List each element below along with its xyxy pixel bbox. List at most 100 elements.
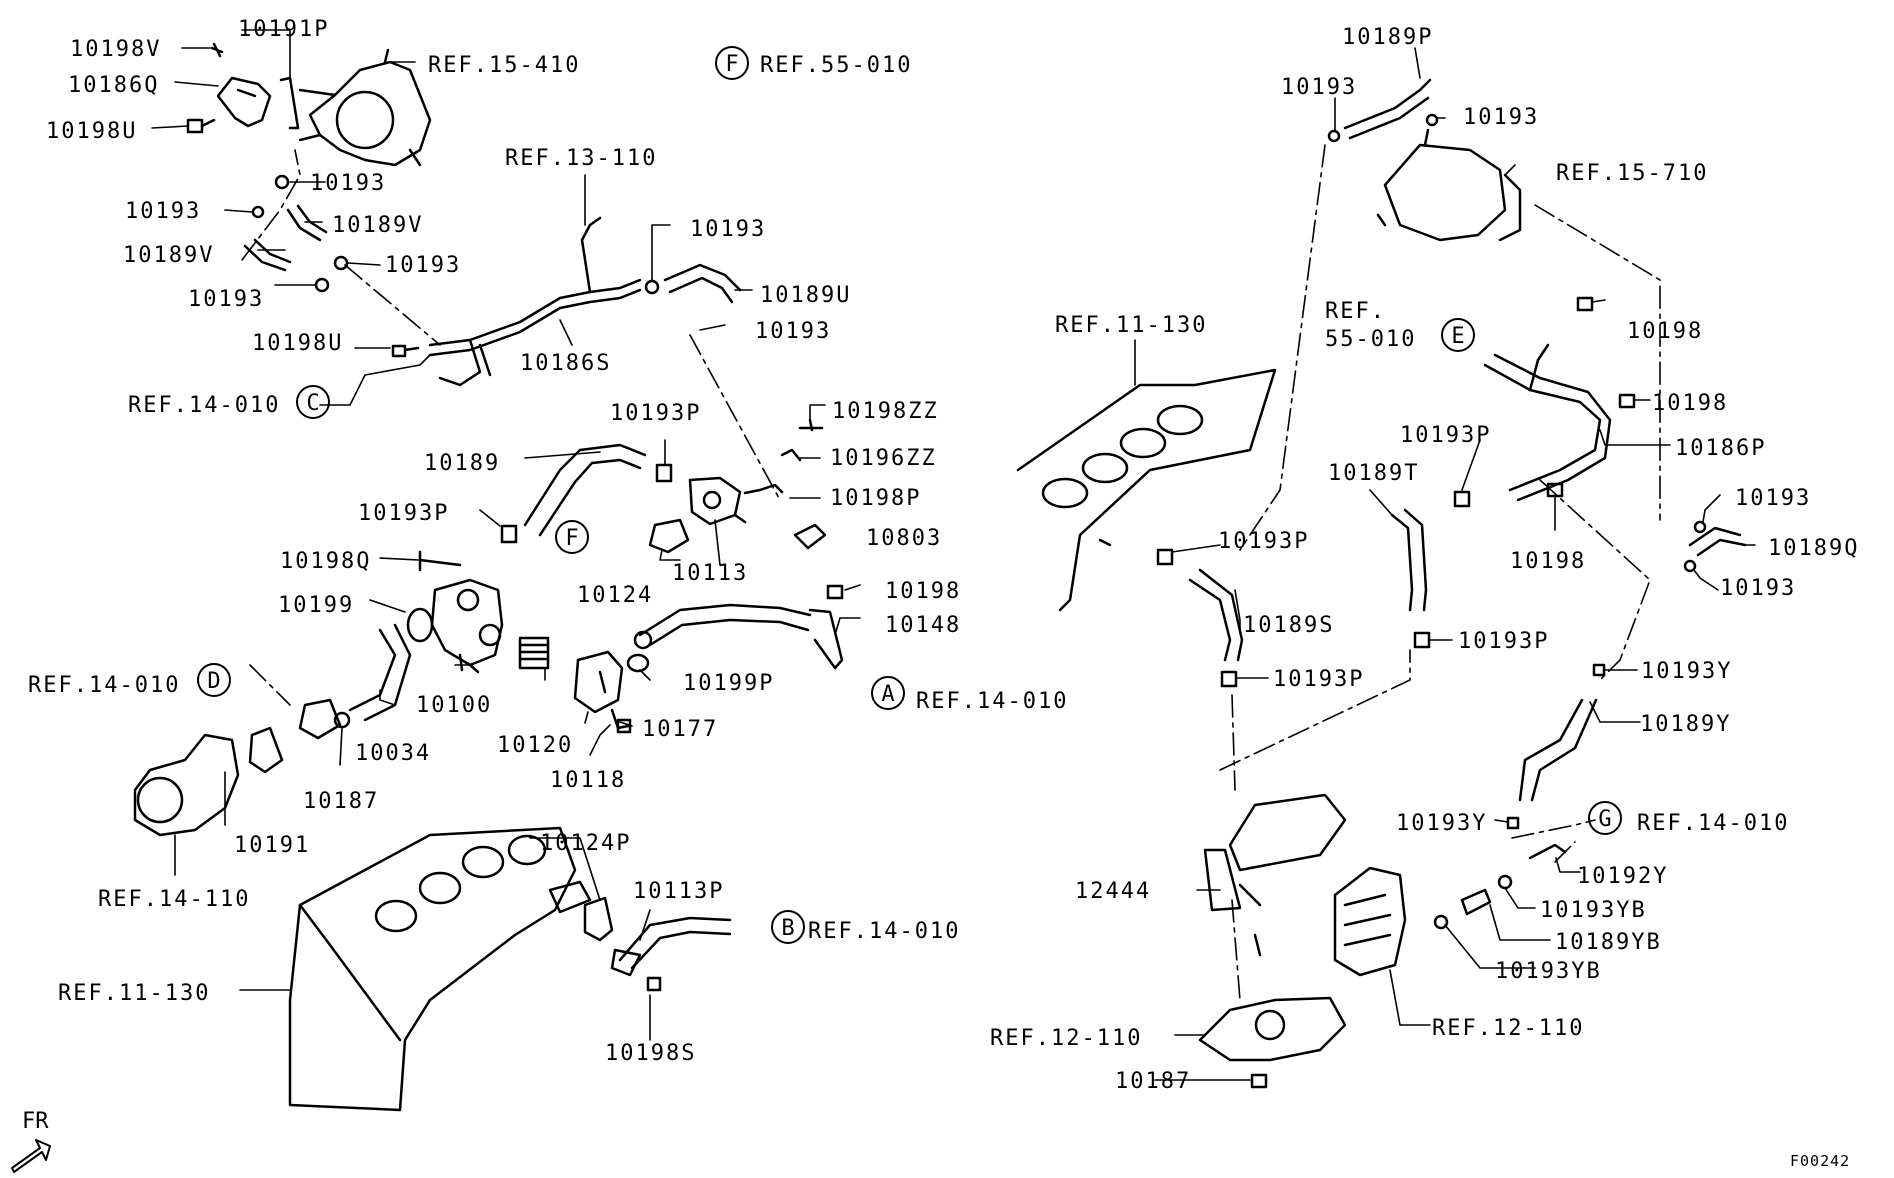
callout-label: 10198 <box>1652 391 1728 416</box>
water-outlet-10113-illustration <box>688 476 762 526</box>
callout-label: 10198ZZ <box>832 399 939 424</box>
callout-label: REF.11-130 <box>1055 313 1207 338</box>
callout-label: 10199P <box>683 671 774 696</box>
callout-label: REF.14-010 <box>28 673 180 698</box>
callout-label: 10193 <box>1720 576 1796 601</box>
gasket-10124p-illustration <box>583 896 614 942</box>
callout-label: 10193Y <box>1641 659 1732 684</box>
callout-label: 10189P <box>1342 25 1433 50</box>
callout-label: 10198V <box>70 37 161 62</box>
connector-marker-letter: A <box>881 682 894 707</box>
hose-10189t-illustration <box>1390 508 1428 612</box>
callout-label: 10187 <box>303 789 379 814</box>
connector-marker-letter: C <box>306 391 319 416</box>
pipe-10148-illustration <box>633 603 844 670</box>
cylinder-block-left-illustration <box>288 826 592 1112</box>
bracket-10186q-illustration <box>216 76 272 128</box>
bolt-10198u-top-illustration <box>186 118 216 134</box>
pump-ref-12-110-illustration <box>1198 996 1347 1062</box>
callout-label: 10193P <box>610 401 701 426</box>
callout-label: 10192Y <box>1577 864 1668 889</box>
callout-label: 10198U <box>252 331 343 356</box>
callout-label: 10198 <box>885 579 961 604</box>
callout-label: 10193 <box>125 199 201 224</box>
callout-label: 10193P <box>1218 529 1309 554</box>
flange-10187-illustration <box>298 698 351 740</box>
callout-label: 10803 <box>866 526 942 551</box>
connector-marker-letter: D <box>207 669 220 694</box>
pipe-10186s-illustration <box>428 216 642 387</box>
oil-cooler-ref-12-110-illustration <box>1333 866 1407 977</box>
callout-label: 10193 <box>690 217 766 242</box>
callout-label: 10187 <box>1115 1069 1191 1094</box>
hose-10189q-illustration <box>1688 526 1747 557</box>
clamp-10193yb-illustrations <box>1433 874 1513 930</box>
diagram-code: F00242 <box>1790 1152 1850 1170</box>
hose-10189u-illustration <box>644 263 742 304</box>
callout-label: 10189Q <box>1768 536 1859 561</box>
sensor-10803-illustration <box>793 523 827 550</box>
callout-label: 10193Y <box>1396 811 1487 836</box>
leader-lines <box>151 29 1756 1081</box>
thermostat-10120-illustration <box>518 636 550 670</box>
routing-lines <box>241 144 1661 1001</box>
pipe-10192y-illustration <box>1528 843 1567 860</box>
callout-label: 10124P <box>540 831 631 856</box>
callout-label: 55-010 <box>1325 327 1416 352</box>
clamp-10193y-illustrations <box>1506 663 1606 830</box>
callout-label: REF.14-010 <box>128 393 280 418</box>
callout-label: REF.14-010 <box>916 689 1068 714</box>
clamp-10193p-right-illustrations <box>1156 490 1471 688</box>
callout-label: 12444 <box>1075 879 1151 904</box>
callout-label: REF.12-110 <box>1432 1016 1584 1041</box>
bolt-10198u-lower-illustration <box>391 344 420 358</box>
callout-label: 10189V <box>123 243 214 268</box>
hose-10191p-illustration <box>279 76 300 130</box>
hose-10189p-illustration <box>1343 78 1432 140</box>
callout-label: 10189S <box>1243 613 1334 638</box>
hose-10113p-illustration <box>610 916 732 977</box>
water-inlet-10100-illustration <box>430 578 504 674</box>
throttle-ref-15-710-illustration <box>1376 128 1522 242</box>
callout-label: 10193P <box>358 501 449 526</box>
callout-label: 10186S <box>520 351 611 376</box>
callout-label: 10191P <box>238 17 329 42</box>
clamp-10193-right-illustrations <box>1327 113 1707 573</box>
callout-label: 10193P <box>1400 423 1491 448</box>
callout-label: 10113P <box>633 879 724 904</box>
gasket-10191-illustration <box>248 726 284 774</box>
callout-label: 10198S <box>605 1041 696 1066</box>
callout-label: 10193 <box>1735 486 1811 511</box>
pipe-10186p-illustration <box>1483 343 1612 502</box>
throttle-body-illustration <box>298 48 432 167</box>
callout-label: 10124 <box>577 583 653 608</box>
callout-label: 10198 <box>1627 319 1703 344</box>
front-direction-label: FR <box>22 1109 49 1134</box>
clamp-10193p-illustrations <box>500 463 673 544</box>
water-pump-ref-14-110-illustration <box>133 733 240 837</box>
connector-circles <box>197 46 1622 944</box>
callout-label: 10193P <box>1273 667 1364 692</box>
callout-label: REF.14-010 <box>1637 811 1789 836</box>
connector-marker-letter: G <box>1598 807 1611 832</box>
hose-10189v-upper-illustration <box>286 204 328 242</box>
callout-label: 10193 <box>188 287 264 312</box>
callout-label: 10189YB <box>1555 930 1662 955</box>
callout-label: REF.14-010 <box>808 919 960 944</box>
callout-label: 10189T <box>1328 461 1419 486</box>
callout-label: REF.11-130 <box>58 981 210 1006</box>
gasket-10124-illustration <box>648 518 690 554</box>
callout-label: 10186Q <box>68 73 159 98</box>
callout-label: 10191 <box>234 833 310 858</box>
callout-label: 10198Q <box>280 549 371 574</box>
callout-label: 10193 <box>755 319 831 344</box>
callout-label: 10189V <box>332 213 423 238</box>
o-ring-10199-illustration <box>406 607 434 643</box>
bolt-10198-center-illustration <box>826 584 844 600</box>
connector-marker-letter: E <box>1451 324 1464 349</box>
callout-label: 10100 <box>416 693 492 718</box>
callout-label: REF.14-110 <box>98 887 250 912</box>
callout-label: 10198P <box>830 486 921 511</box>
callout-label: 10193 <box>1463 105 1539 130</box>
